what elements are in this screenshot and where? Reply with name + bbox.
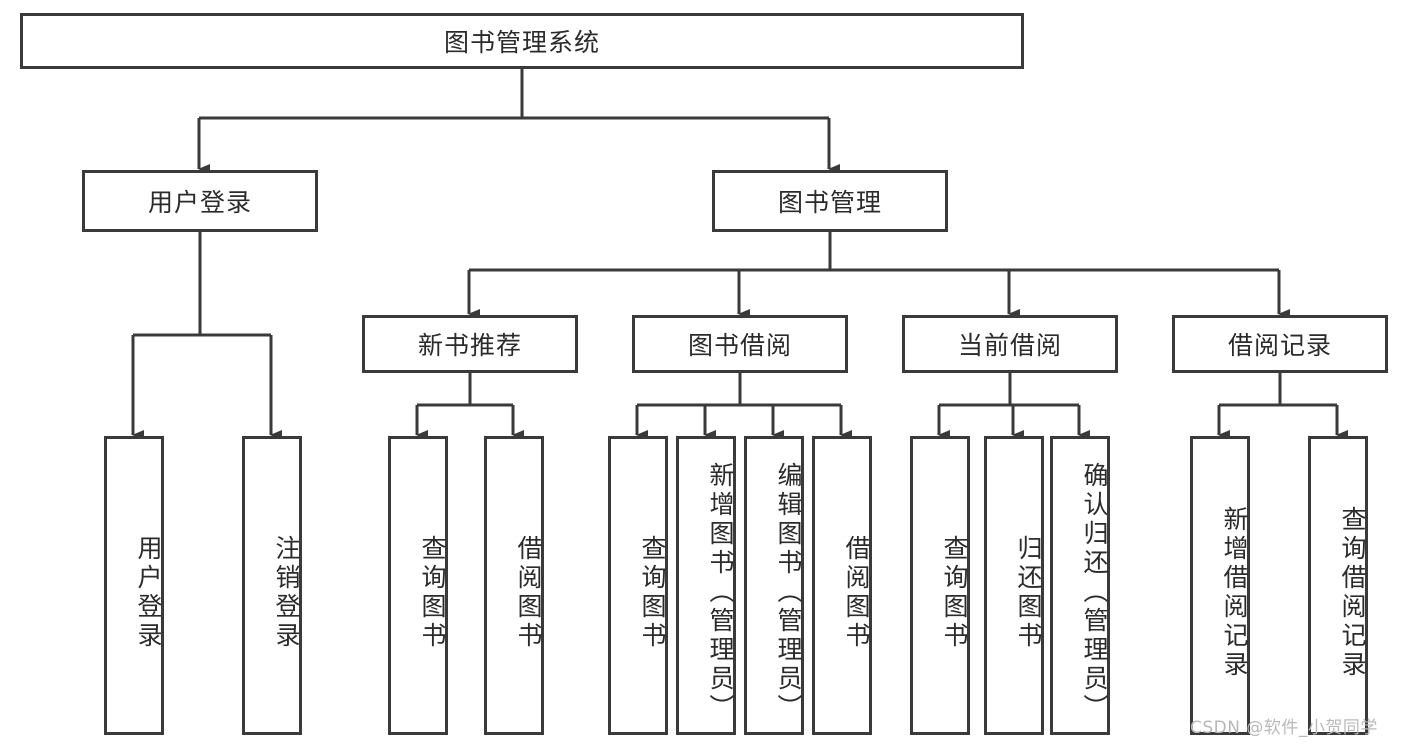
node-leaf-query-book-borrow[interactable]: 查询图书 xyxy=(608,436,668,735)
node-label: 新增图书（管理员） xyxy=(706,462,735,723)
node-user-login[interactable]: 用户登录 xyxy=(82,170,318,232)
node-root[interactable]: 图书管理系统 xyxy=(20,13,1024,69)
node-leaf-query-record[interactable]: 查询借阅记录 xyxy=(1308,436,1368,735)
node-label: 新增借阅记录 xyxy=(1220,505,1249,680)
node-leaf-query-book-rec[interactable]: 查询图书 xyxy=(388,436,448,735)
node-label: 编辑图书（管理员） xyxy=(774,462,803,723)
node-book-manage[interactable]: 图书管理 xyxy=(712,170,948,232)
node-label: 查询图书 xyxy=(940,534,969,651)
node-leaf-add-record[interactable]: 新增借阅记录 xyxy=(1190,436,1250,735)
node-borrow-record[interactable]: 借阅记录 xyxy=(1172,315,1388,373)
connector-group xyxy=(131,69,1348,440)
node-leaf-user-login[interactable]: 用户登录 xyxy=(104,436,164,735)
node-label: 借阅图书 xyxy=(514,534,543,651)
node-label: 查询图书 xyxy=(418,534,447,651)
node-label: 用户登录 xyxy=(147,188,252,217)
node-label: 借阅记录 xyxy=(1227,331,1332,360)
node-leaf-borrow-book[interactable]: 借阅图书 xyxy=(812,436,872,735)
node-leaf-query-book-cur[interactable]: 查询图书 xyxy=(910,436,970,735)
node-label: 新书推荐 xyxy=(417,331,522,360)
node-label: 查询图书 xyxy=(638,534,667,651)
node-leaf-confirm-return[interactable]: 确认归还（管理员） xyxy=(1050,436,1110,735)
node-leaf-edit-book[interactable]: 编辑图书（管理员） xyxy=(744,436,804,735)
node-leaf-add-book[interactable]: 新增图书（管理员） xyxy=(676,436,736,735)
node-label: 注销登录 xyxy=(272,534,301,651)
node-leaf-borrow-book-rec[interactable]: 借阅图书 xyxy=(484,436,544,735)
node-new-book-recommend[interactable]: 新书推荐 xyxy=(362,315,578,373)
node-leaf-user-logout[interactable]: 注销登录 xyxy=(242,436,302,735)
node-label: 当前借阅 xyxy=(957,331,1062,360)
node-label: 用户登录 xyxy=(134,534,163,651)
node-label: 借阅图书 xyxy=(842,534,871,651)
node-label: 查询借阅记录 xyxy=(1338,505,1367,680)
node-leaf-return-book[interactable]: 归还图书 xyxy=(984,436,1044,735)
node-book-borrow[interactable]: 图书借阅 xyxy=(632,315,848,373)
node-label: 图书管理 xyxy=(777,188,882,217)
node-label: 图书管理系统 xyxy=(443,28,600,57)
node-label: 图书借阅 xyxy=(687,331,792,360)
node-label: 归还图书 xyxy=(1014,534,1043,651)
node-label: 确认归还（管理员） xyxy=(1080,462,1109,723)
node-current-borrow[interactable]: 当前借阅 xyxy=(902,315,1118,373)
